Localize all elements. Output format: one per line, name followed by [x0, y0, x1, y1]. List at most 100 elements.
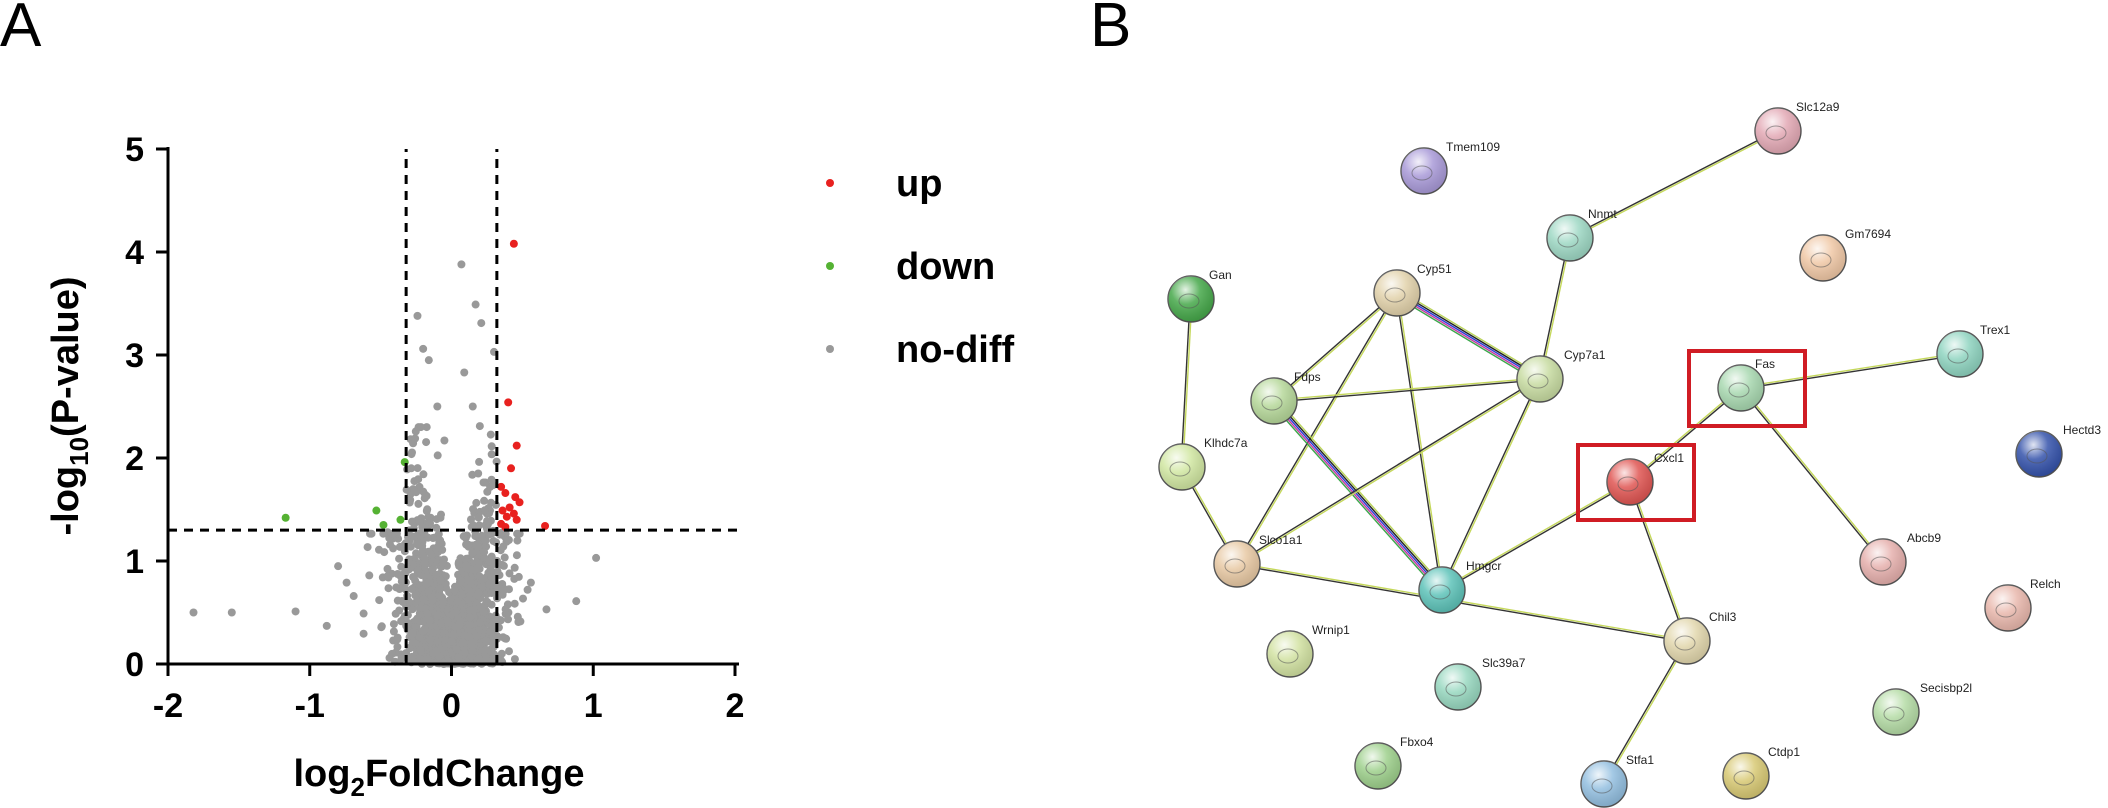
- node-shine: [1401, 148, 1447, 194]
- node-label: Slco1a1: [1259, 533, 1303, 547]
- no-diff-point: [478, 576, 487, 585]
- node-label: Hmgcr: [1466, 559, 1501, 573]
- node-shine: [1664, 618, 1710, 664]
- no-diff-point: [483, 517, 492, 525]
- node-label: Tmem109: [1446, 140, 1500, 154]
- no-diff-point: [489, 481, 498, 489]
- x-axis-title: log2FoldChange: [294, 753, 585, 802]
- no-diff-point: [510, 655, 519, 664]
- no-diff-point: [505, 569, 514, 578]
- network-edge: [1394, 295, 1539, 383]
- no-diff-point: [499, 561, 508, 570]
- node-shine: [1860, 539, 1906, 585]
- node-tmem109: Tmem109: [1400, 140, 1500, 195]
- no-diff-point: [452, 645, 461, 654]
- node-gm7694: Gm7694: [1799, 227, 1891, 282]
- no-diff-point: [425, 616, 434, 625]
- no-diff-point: [501, 605, 510, 614]
- no-diff-point: [512, 551, 521, 560]
- no-diff-point: [458, 638, 467, 647]
- no-diff-point: [472, 498, 481, 507]
- network-edge: [1442, 482, 1631, 592]
- node-shine: [1159, 444, 1205, 490]
- no-diff-point: [468, 470, 477, 479]
- no-diff-point: [479, 478, 488, 487]
- no-diff-point: [436, 619, 445, 628]
- no-diff-point: [342, 578, 351, 587]
- no-diff-point: [460, 631, 469, 639]
- node-abcb9: Abcb9: [1859, 531, 1941, 586]
- no-diff-point: [489, 640, 498, 649]
- no-diff-point: [432, 570, 441, 579]
- no-diff-point: [464, 584, 473, 593]
- network-edge: [1273, 400, 1443, 591]
- node-label: Slc39a7: [1482, 656, 1526, 670]
- node-structure: [1591, 778, 1613, 794]
- up-point: [509, 239, 518, 248]
- no-diff-point: [359, 609, 368, 618]
- node-structure: [1947, 348, 1969, 364]
- no-diff-point: [483, 530, 492, 539]
- node-label: Ctdp1: [1768, 745, 1800, 759]
- no-diff-point: [427, 550, 436, 559]
- no-diff-point: [486, 430, 495, 439]
- no-diff-point: [408, 585, 416, 593]
- x-tick-label: -1: [295, 687, 325, 725]
- no-diff-point: [383, 572, 392, 580]
- no-diff-point: [408, 448, 416, 457]
- no-diff-point: [414, 566, 423, 575]
- no-diff-point: [429, 649, 438, 658]
- network-highlights: [1576, 349, 1807, 522]
- node-shine: [1937, 331, 1983, 377]
- node-label: Fas: [1755, 357, 1775, 371]
- network-edge: [1397, 290, 1542, 379]
- node-shine: [2016, 431, 2062, 477]
- network-edges: [1180, 129, 1961, 785]
- no-diff-point: [439, 598, 448, 607]
- node-structure: [1617, 476, 1639, 492]
- no-diff-point: [396, 572, 405, 581]
- no-diff-point: [412, 488, 421, 497]
- node-relch: Relch: [1984, 577, 2061, 632]
- no-diff-point: [414, 499, 423, 508]
- network-edge: [1741, 386, 1885, 562]
- no-diff-point: [480, 548, 489, 557]
- node-structure: [1411, 165, 1433, 181]
- network-edge: [1602, 640, 1687, 784]
- no-diff-point: [519, 594, 527, 603]
- no-diff-point: [467, 515, 475, 524]
- no-diff-point: [475, 654, 483, 663]
- no-diff-point: [322, 621, 331, 630]
- no-diff-point: [487, 450, 496, 459]
- no-diff-point: [497, 649, 506, 658]
- no-diff-point: [423, 655, 432, 664]
- node-structure: [1995, 602, 2017, 618]
- network-edge: [1274, 293, 1399, 403]
- node-nnmt: Nnmt: [1546, 207, 1617, 262]
- no-diff-point: [510, 563, 519, 572]
- no-diff-point: [466, 613, 475, 622]
- node-fbxo4: Fbxo4: [1354, 735, 1434, 790]
- network-edge: [1396, 292, 1541, 380]
- no-diff-point: [291, 607, 300, 616]
- no-diff-point: [500, 553, 509, 562]
- no-diff-point: [377, 623, 386, 632]
- no-diff-point: [475, 457, 484, 466]
- network-edge: [1180, 298, 1191, 467]
- no-diff-point: [435, 652, 444, 661]
- node-label: Cyp7a1: [1564, 348, 1606, 362]
- network-edge: [1630, 388, 1743, 484]
- node-hmgcr: Hmgcr: [1418, 559, 1501, 614]
- node-shine: [1723, 753, 1769, 799]
- no-diff-point: [514, 572, 523, 581]
- no-diff-point: [422, 438, 431, 447]
- node-secisbp2l: Secisbp2l: [1872, 681, 1972, 736]
- up-point: [512, 441, 521, 450]
- network-edge: [1398, 289, 1543, 377]
- no-diff-point: [501, 634, 509, 643]
- node-label: Gan: [1209, 268, 1232, 282]
- no-diff-point: [424, 587, 433, 596]
- no-diff-point: [474, 513, 483, 522]
- node-slc12a9: Slc12a9: [1754, 100, 1840, 155]
